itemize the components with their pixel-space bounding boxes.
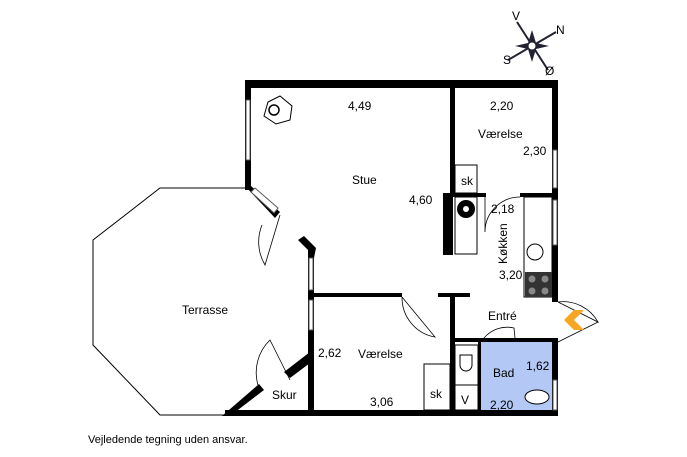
wardrobe-bottom: sk: [430, 387, 443, 401]
kokken-label: Køkken: [496, 223, 510, 264]
bad-label: Bad: [493, 366, 514, 380]
compass-east: Ø: [545, 64, 554, 78]
stue-width: 4,49: [348, 99, 372, 113]
doors: [255, 196, 599, 386]
vaerelse-top-width: 2,20: [490, 99, 514, 113]
wardrobe-top: sk: [461, 174, 474, 188]
toilet-icon: [524, 389, 550, 405]
compass-south: S: [503, 53, 511, 67]
disclaimer: Vejledende tegning uden ansvar.: [88, 434, 248, 446]
stue-label: Stue: [352, 173, 377, 187]
sink-icon: [526, 243, 544, 261]
walls: [222, 80, 558, 416]
terrace-outline: [92, 187, 245, 416]
stue-depth: 4,60: [409, 193, 433, 207]
compass-north: N: [556, 23, 565, 37]
entrance-marker-icon: [564, 310, 584, 330]
vaerelse-bottom-label: Værelse: [358, 347, 403, 361]
terrasse-label: Terrasse: [182, 303, 228, 317]
compass-west: V: [512, 9, 520, 23]
bad-depth: 1,62: [526, 359, 550, 373]
fixtures: [263, 95, 553, 411]
kokken-depth: 3,20: [499, 268, 523, 282]
vaerelse-top-label: Værelse: [478, 127, 523, 141]
windows: [245, 99, 558, 411]
washer-label: V: [461, 393, 469, 407]
skur-label: Skur: [272, 388, 297, 402]
kokken-width: 2,18: [491, 202, 515, 216]
compass-rose-icon: V N S Ø: [503, 9, 565, 78]
bad-width: 2,20: [490, 398, 514, 412]
vaerelse-bottom-width: 3,06: [370, 395, 394, 409]
entre-label: Entré: [488, 309, 517, 323]
hob-icon: [525, 272, 552, 297]
vaerelse-top-depth: 2,30: [523, 144, 547, 158]
stove-icon: [263, 95, 293, 125]
vaerelse-bottom-depth: 2,62: [318, 346, 342, 360]
room-labels: 4,49 Stue 4,60 2,20 Værelse 2,30 sk 2,18…: [182, 99, 550, 412]
